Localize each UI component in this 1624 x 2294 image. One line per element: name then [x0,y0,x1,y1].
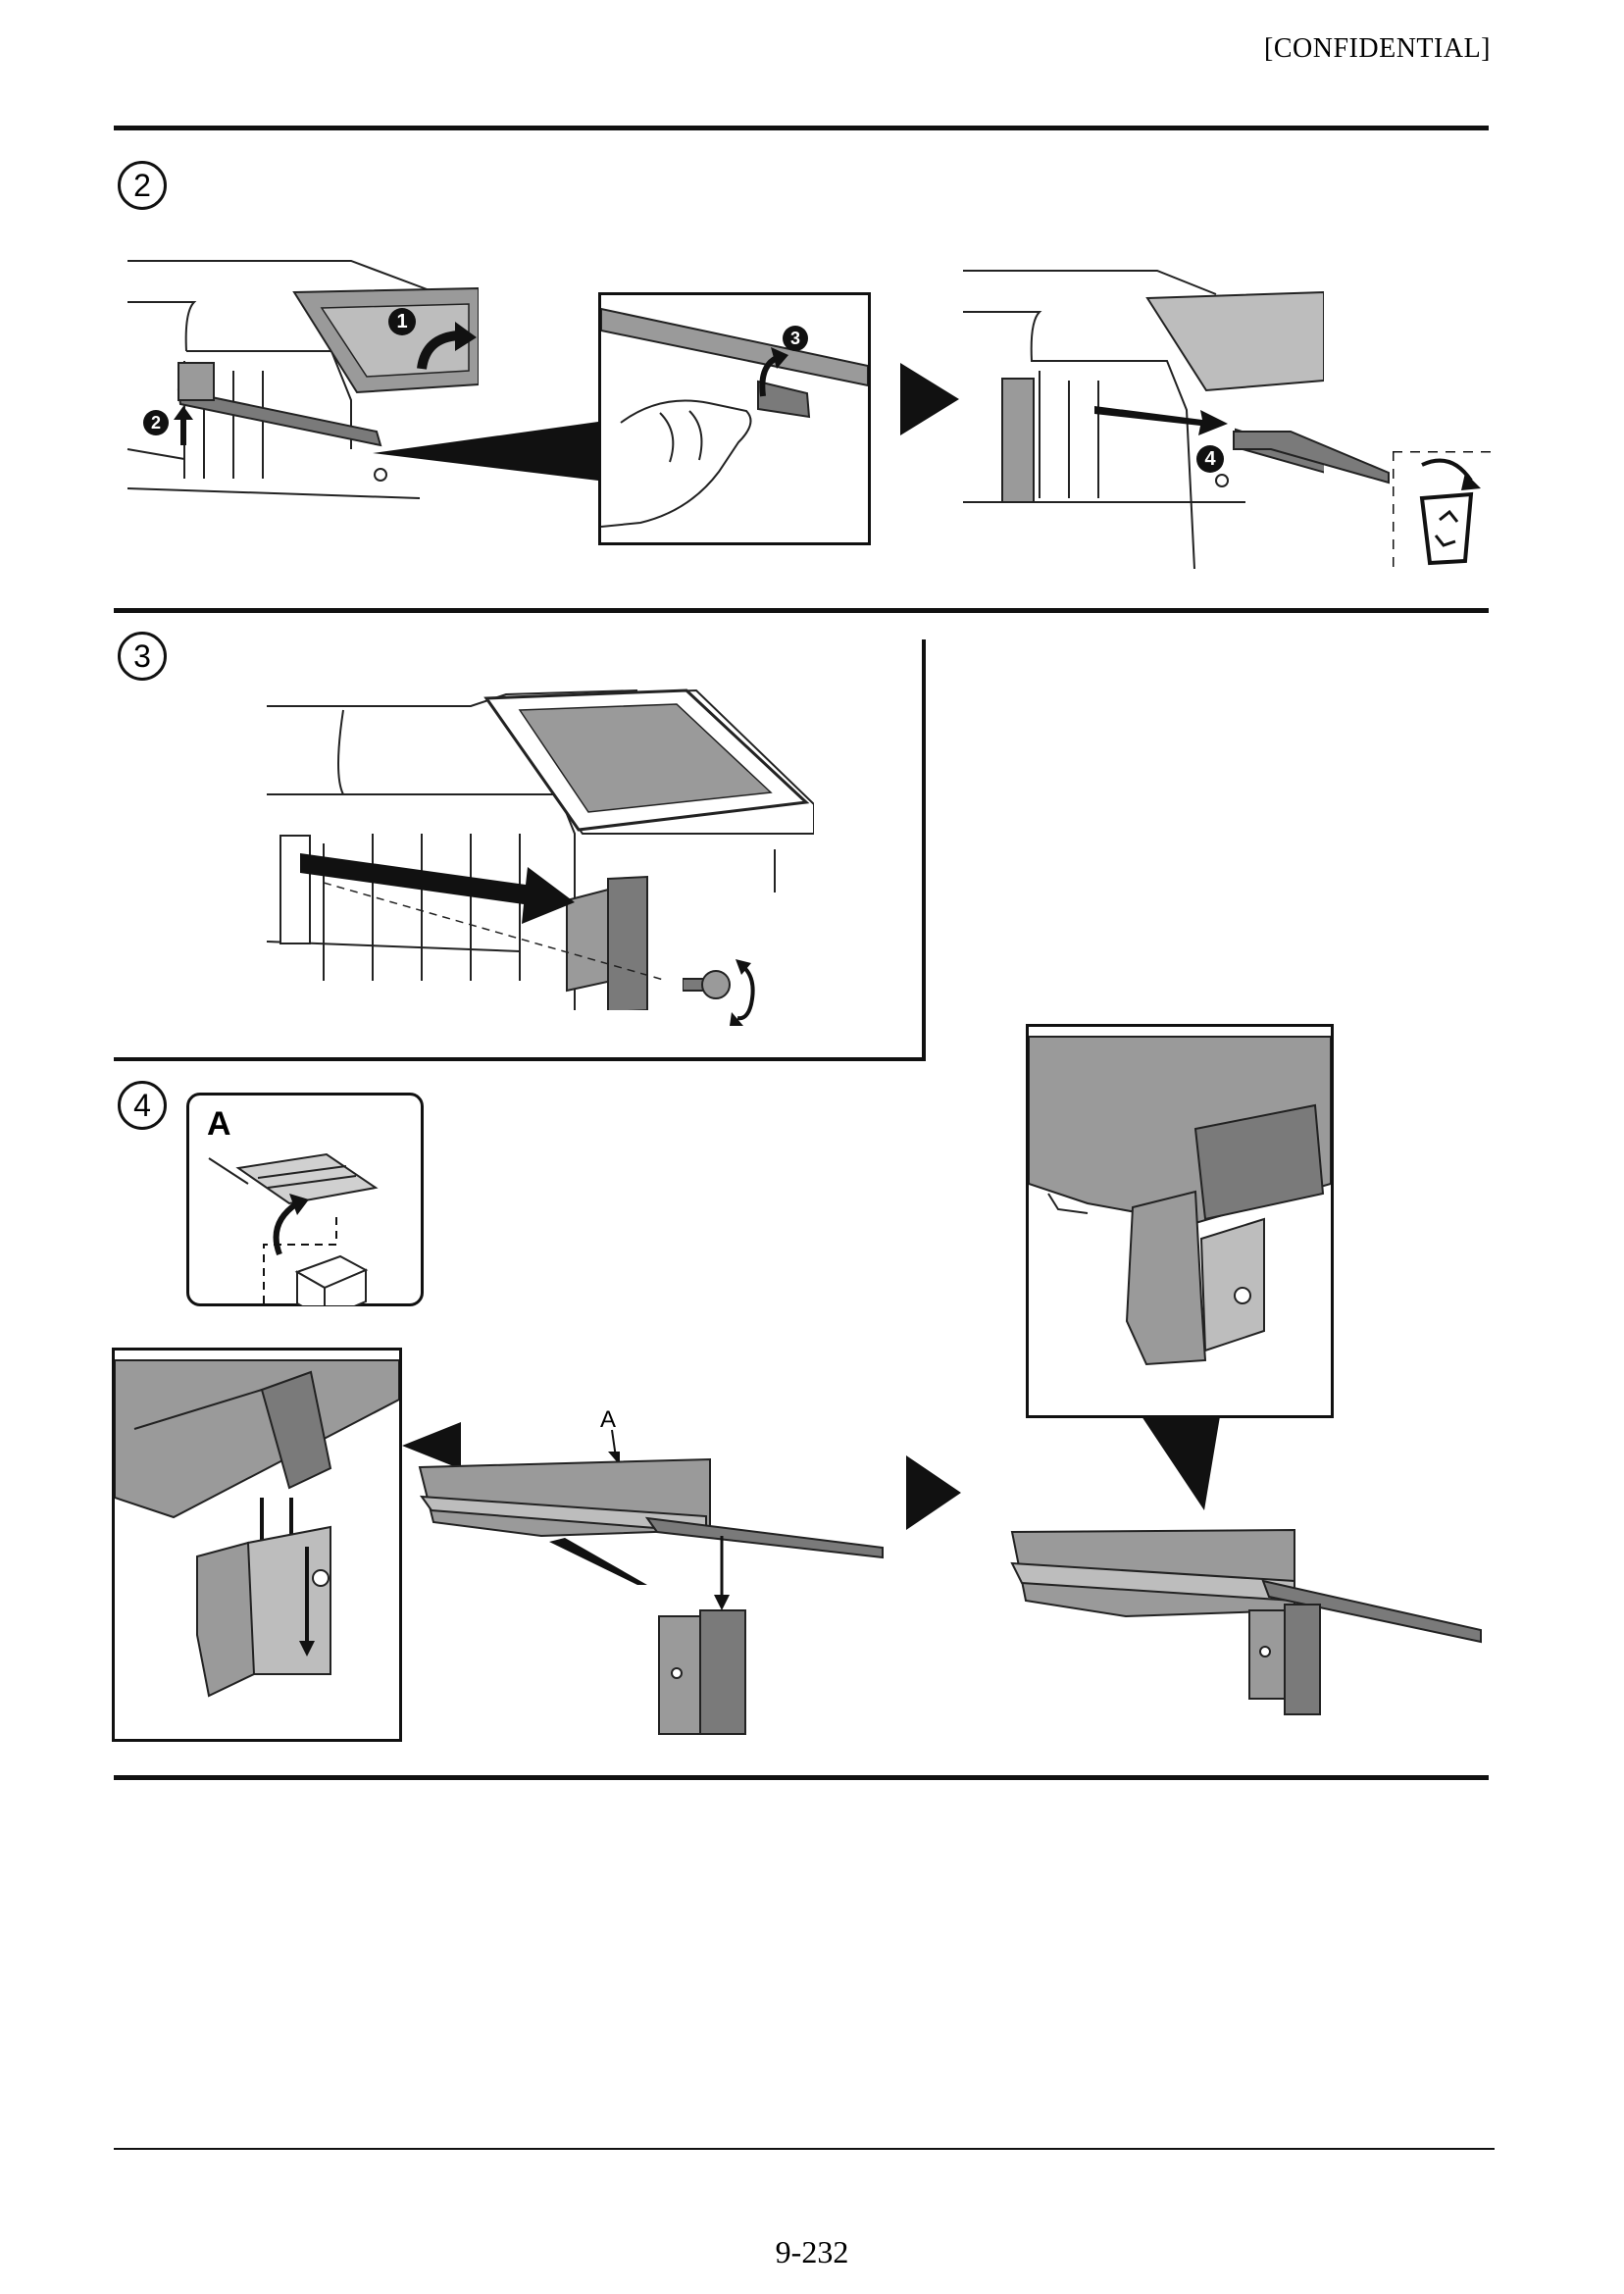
part-a-label: A [600,1406,617,1433]
step3-slide-arrow-icon [300,853,575,924]
step4-installed-tray-illustration [1010,1528,1482,1715]
confidential-label: [CONFIDENTIAL] [1264,33,1491,64]
step-2-number: 2 [118,161,167,210]
lift-arrow-icon [417,322,477,370]
zoom-pointer-left [402,1422,461,1469]
part-a-box-illustration [208,1152,379,1305]
callout-2: 2 [143,410,169,435]
up-arrow-icon [174,406,193,445]
step4-part-a-inset: A [186,1093,424,1306]
rail-insert-detail-illustration [115,1359,399,1698]
hand-removing-rail-illustration [601,307,868,528]
removed-rail-part [1233,431,1390,484]
screw-icon [683,959,755,1026]
zoom-pointer-right [1142,1416,1220,1510]
callout-4: 4 [1196,445,1224,473]
slide-arrow-icon [1094,406,1228,435]
step3-right-border [922,639,926,1059]
step2-machine-illustration [127,260,479,499]
step4-tray-install-illustration [418,1429,884,1735]
step-4-number: 4 [118,1081,167,1130]
step4-right-zoom-inset [1026,1024,1334,1418]
step3-bottom-border [114,1057,926,1061]
step3-machine-illustration [266,688,814,1010]
rotate-arrow-icon [736,963,755,1021]
footer-rule [114,2148,1495,2150]
part-a-inset-label: A [207,1105,231,1143]
top-rule [114,126,1489,130]
box-icon [324,1268,367,1305]
step2-zoom-inset [598,292,871,545]
recycle-bin-icon [1393,451,1491,567]
section-rule-2 [114,608,1489,613]
zoom-wedge [373,422,598,481]
step4-left-zoom-inset [112,1348,402,1742]
play-arrow-icon [900,363,959,435]
callout-1: 1 [388,308,416,335]
curved-up-arrow-icon [759,347,788,397]
callout-3: 3 [783,326,808,351]
rail-seated-detail-illustration [1029,1036,1331,1366]
step4-play-arrow-icon [906,1455,961,1530]
step-3-number: 3 [118,632,167,681]
page-number: 9-232 [775,2234,849,2269]
section-rule-4 [114,1775,1489,1780]
